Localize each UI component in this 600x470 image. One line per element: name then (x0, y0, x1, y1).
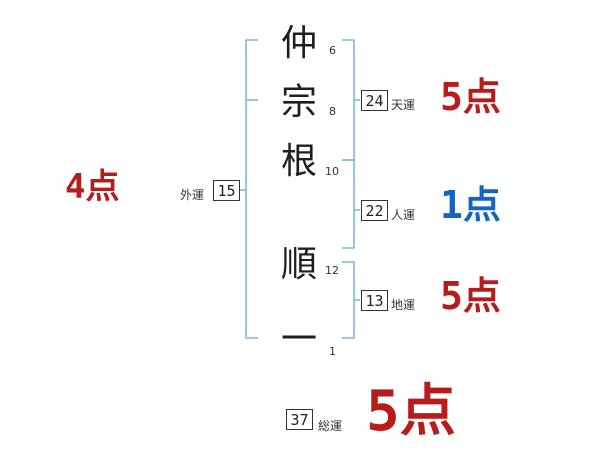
jinun-bracket (342, 159, 355, 249)
gaiun-score-number: 4 (65, 167, 86, 207)
chiun-score-unit: 点 (462, 274, 501, 318)
tenun-bracket (342, 39, 355, 161)
stroke-count-1: 6 (329, 44, 336, 57)
name-char-1: 仲 (280, 23, 317, 64)
tenun-value-box: 24 (361, 90, 388, 111)
jinun-value-box: 22 (361, 200, 388, 221)
chiun-value-box: 13 (361, 290, 388, 311)
gaiun-score: 4点 (65, 170, 119, 204)
souun-value-box: 37 (286, 409, 313, 430)
name-char-5: 一 (280, 319, 317, 360)
gaiun-bracket (245, 39, 258, 339)
chiun-score: 5点 (440, 277, 501, 315)
stroke-count-5: 1 (329, 345, 336, 358)
name-char-3: 根 (280, 141, 317, 182)
jinun-score-unit: 点 (462, 183, 501, 227)
chiun-score-number: 5 (440, 274, 463, 318)
jinun-score-number: 1 (440, 183, 463, 227)
souun-score-number: 5 (366, 379, 400, 444)
tenun-score-number: 5 (440, 75, 463, 119)
name-char-4: 順 (280, 244, 317, 285)
chiun-bracket (342, 261, 355, 339)
stroke-count-3: 10 (325, 165, 339, 178)
souun-score-unit: 点 (399, 379, 456, 444)
tenun-score-unit: 点 (462, 75, 501, 119)
name-char-2: 宗 (280, 82, 317, 123)
gaiun-label: 外運 (180, 188, 205, 202)
tenun-score: 5点 (440, 78, 501, 116)
souun-label: 総運 (318, 419, 343, 433)
jinun-label: 人運 (391, 208, 416, 222)
tenun-label: 天運 (391, 98, 416, 112)
chiun-label: 地運 (391, 298, 416, 312)
jinun-score: 1点 (440, 186, 501, 224)
souun-score: 5点 (366, 384, 456, 440)
gaiun-score-unit: 点 (85, 167, 120, 207)
stroke-count-2: 8 (329, 105, 336, 118)
stroke-count-4: 12 (325, 264, 339, 277)
gaiun-value-box: 15 (213, 180, 240, 201)
